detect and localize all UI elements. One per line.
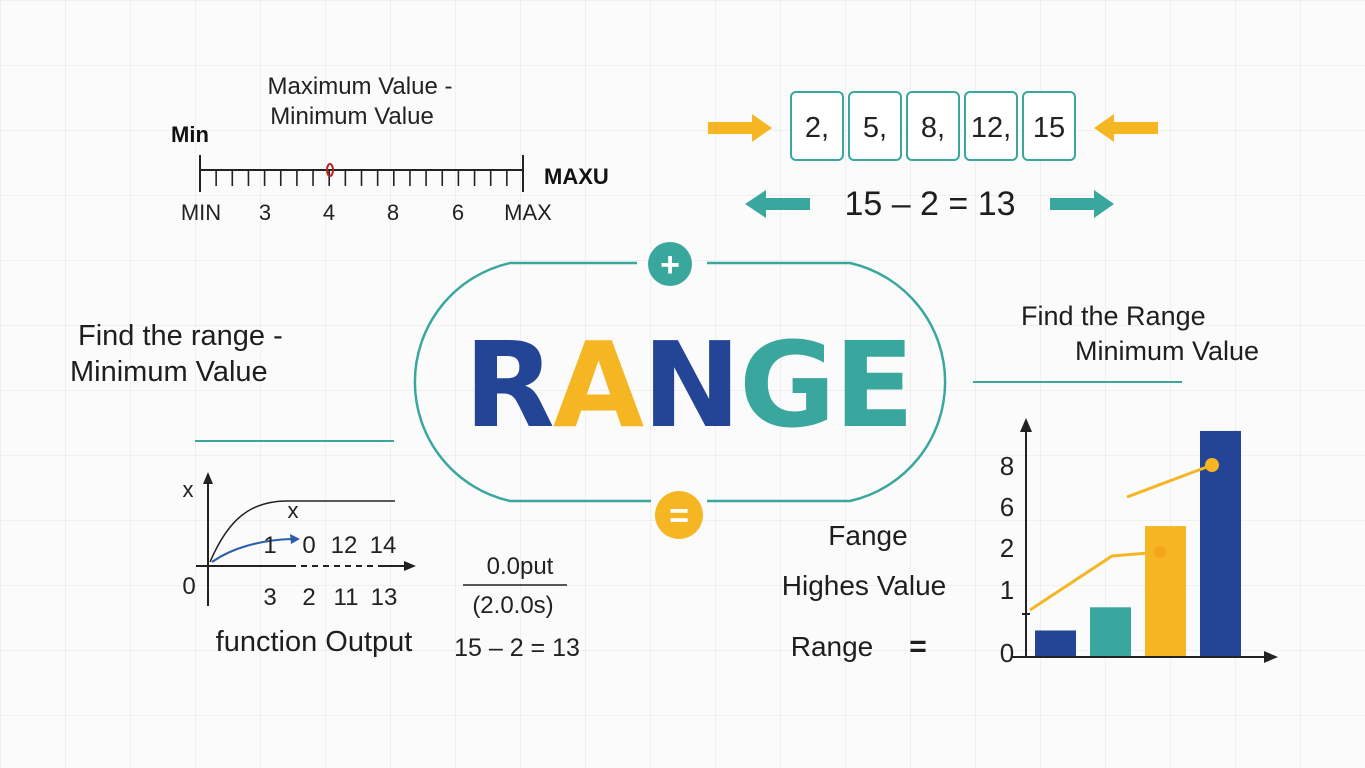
- y-tick-0: 0: [1000, 638, 1014, 668]
- fn-upper-12: 12: [331, 532, 358, 559]
- fn-upper-0: 0: [302, 532, 315, 559]
- formula-line-1: Maximum Value -: [268, 73, 453, 100]
- highes-value-label: Highes Value: [782, 570, 946, 601]
- bar: [1035, 630, 1076, 656]
- fn-caption: function Output: [216, 626, 413, 658]
- tick-label-6: 6: [452, 200, 464, 225]
- title-letter: G: [738, 316, 836, 454]
- bar-chart-y-arrow-icon: [1020, 418, 1032, 432]
- data-value-box: 12,: [964, 91, 1018, 161]
- central-capsule: + =: [195, 242, 1182, 539]
- equals-icon: [655, 491, 703, 539]
- data-value-box: 5,: [848, 91, 902, 161]
- function-graph: x x 0 1 0 12 14 3 2 11 13 function Outpu…: [182, 472, 580, 662]
- fn-y-arrow-icon: [203, 472, 213, 484]
- fn-origin-label: 0: [182, 573, 195, 600]
- range-label: Range: [791, 631, 874, 662]
- left-arrow-yellow-icon: [1094, 114, 1158, 142]
- fn-lower-3: 3: [263, 584, 276, 611]
- plus-symbol: +: [660, 246, 680, 284]
- fn-lower-2: 2: [302, 584, 315, 611]
- bar: [1145, 526, 1186, 656]
- y-tick-8: 8: [1000, 451, 1014, 481]
- trend-point-lower: [1154, 546, 1166, 558]
- min-label: Min: [171, 122, 209, 147]
- tick-label-max: MAX: [504, 200, 552, 225]
- data-value-box: 15: [1022, 91, 1076, 161]
- number-line-ticks: [215, 170, 508, 186]
- trend-line-lower: [1029, 550, 1161, 612]
- title-letter: N: [642, 316, 741, 454]
- left-note: Find the range - Minimum Value: [70, 318, 283, 390]
- fn-equation: 15 – 2 = 13: [454, 634, 580, 662]
- tick-label-4: 4: [323, 200, 335, 225]
- data-value-box: 2,: [790, 91, 844, 161]
- plus-icon: [648, 242, 692, 286]
- right-arrow-teal-icon: [1050, 190, 1114, 218]
- fn-blue-arrow-icon: [290, 534, 300, 544]
- range-title: RANGE: [464, 316, 915, 454]
- fraction-top: 0.0put: [487, 553, 554, 580]
- number-line: Maximum Value - Minimum Value Min MAXU M…: [171, 73, 609, 225]
- right-arrow-yellow-icon: [708, 114, 772, 142]
- fange-label: Fange: [828, 520, 907, 551]
- title-letter: E: [833, 316, 915, 454]
- right-note-line-1: Find the Range: [1021, 301, 1206, 331]
- bar-chart-x-arrow-icon: [1264, 651, 1278, 663]
- data-value-box: 8,: [906, 91, 960, 161]
- bar-chart: 8 6 2 1 0: [1000, 418, 1278, 668]
- tick-label-min: MIN: [181, 200, 221, 225]
- left-arrow-teal-icon: [745, 190, 810, 218]
- title-letter: A: [552, 316, 644, 454]
- fraction-bottom: (2.0.0s): [472, 592, 553, 619]
- range-equals: =: [909, 630, 927, 663]
- trend-point-upper: [1205, 458, 1219, 472]
- fn-curve-black: [209, 500, 395, 563]
- tick-label-3: 3: [259, 200, 271, 225]
- y-tick-1: 1: [1000, 575, 1014, 605]
- fn-x-arrow-icon: [404, 561, 416, 571]
- y-tick-6: 6: [1000, 492, 1014, 522]
- fn-upper-1: 1: [263, 532, 276, 559]
- left-note-line-2: Minimum Value: [70, 356, 268, 388]
- data-set-arrows: 15 – 2 = 13: [708, 114, 1158, 223]
- fn-curve-blue: [211, 538, 293, 563]
- y-tick-2: 2: [1000, 533, 1014, 563]
- fn-lower-11: 11: [334, 584, 359, 611]
- formula-line-2: Minimum Value: [270, 103, 434, 130]
- max-label: MAXU: [544, 164, 609, 189]
- data-set-equation: 15 – 2 = 13: [844, 185, 1015, 223]
- equals-symbol: =: [669, 497, 689, 535]
- marker-point: [326, 163, 334, 177]
- fn-y-label: x: [183, 477, 194, 502]
- fn-upper-14: 14: [370, 532, 397, 559]
- center-lower-labels: Fange Highes Value Range =: [782, 520, 946, 663]
- right-note: Find the Range Minimum Value: [1021, 299, 1259, 369]
- right-note-line-2: Minimum Value: [1075, 336, 1260, 366]
- tick-label-8: 8: [387, 200, 399, 225]
- fn-lower-13: 13: [371, 584, 398, 611]
- fn-curve-label: x: [288, 498, 299, 523]
- title-letter: R: [464, 316, 555, 454]
- left-note-line-1: Find the range -: [78, 320, 283, 352]
- capsule-outline: [413, 261, 947, 503]
- trend-line-upper: [1126, 463, 1213, 499]
- bar: [1090, 607, 1131, 656]
